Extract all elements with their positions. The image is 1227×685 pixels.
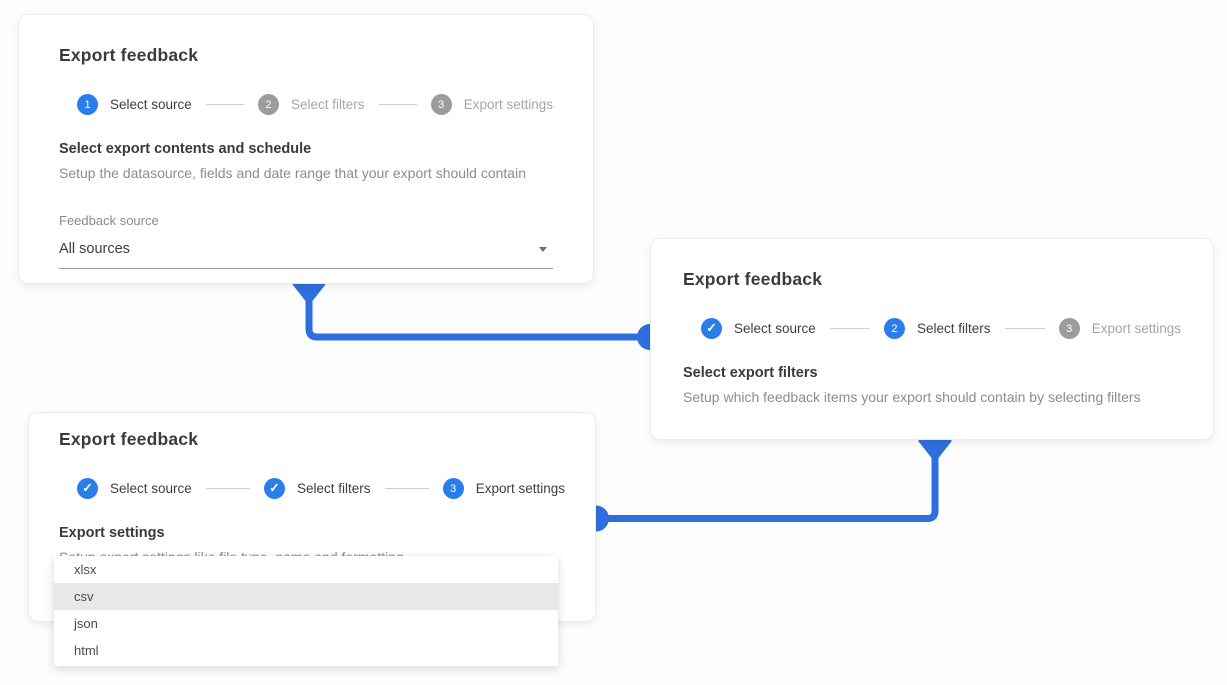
step-label: Select source bbox=[110, 97, 192, 112]
dropdown-option-html[interactable]: html bbox=[74, 643, 99, 658]
step-label: Export settings bbox=[475, 481, 565, 496]
step-3-indicator: 3 bbox=[442, 478, 464, 499]
step-label: Select source bbox=[110, 481, 192, 496]
dropdown-option-json[interactable]: json bbox=[74, 616, 98, 631]
step-2-indicator: 2 bbox=[883, 318, 905, 339]
dropdown-option-csv[interactable]: csv bbox=[54, 583, 558, 610]
feedback-source-value: All sources bbox=[59, 241, 130, 257]
step-select-filters[interactable]: ✓ Select filters bbox=[263, 478, 371, 499]
step-2-check-icon: ✓ bbox=[263, 478, 285, 499]
step-select-filters[interactable]: 2 Select filters bbox=[257, 94, 365, 115]
wizard-stepper: ✓ Select source 2 Select filters 3 Expor… bbox=[683, 318, 1181, 339]
step-connector-line bbox=[205, 488, 250, 489]
step-select-source[interactable]: ✓ Select source bbox=[701, 318, 816, 339]
card-title: Export feedback bbox=[59, 45, 199, 65]
step-select-source[interactable]: 1 Select source bbox=[77, 94, 192, 115]
step-connector-line bbox=[829, 328, 870, 329]
card-title: Export feedback bbox=[683, 269, 823, 289]
caret-down-icon bbox=[539, 246, 547, 252]
connector-arrow-1 bbox=[292, 282, 650, 350]
section-heading: Select export filters bbox=[683, 365, 818, 381]
step-1-indicator: 1 bbox=[77, 94, 98, 115]
wizard-stepper: 1 Select source 2 Select filters 3 Expor… bbox=[59, 94, 553, 115]
wizard-stepper: ✓ Select source ✓ Select filters 3 Expor… bbox=[59, 478, 565, 499]
step-export-settings[interactable]: 3 Export settings bbox=[442, 478, 565, 499]
step-connector-line bbox=[378, 104, 417, 105]
section-heading: Select export contents and schedule bbox=[59, 141, 312, 157]
feedback-source-select[interactable]: All sources bbox=[59, 241, 553, 269]
step-label: Export settings bbox=[463, 97, 553, 112]
dropdown-option-xlsx[interactable]: xlsx bbox=[74, 562, 97, 577]
step-export-settings[interactable]: 3 Export settings bbox=[1058, 318, 1181, 339]
step-1-check-icon: ✓ bbox=[77, 478, 98, 499]
step-label: Select filters bbox=[296, 481, 371, 496]
step-select-source[interactable]: ✓ Select source bbox=[77, 478, 192, 499]
step-2-indicator: 2 bbox=[257, 94, 279, 115]
step-select-filters[interactable]: 2 Select filters bbox=[883, 318, 991, 339]
step-connector-line bbox=[205, 104, 244, 105]
feedback-source-field: Feedback source All sources bbox=[59, 213, 553, 269]
step-label: Select filters bbox=[290, 97, 365, 112]
section-description: Setup which feedback items your export s… bbox=[683, 389, 1141, 405]
file-type-dropdown: xlsx csv json html bbox=[54, 556, 558, 666]
step-3-indicator: 3 bbox=[430, 94, 452, 115]
step-connector-line bbox=[1004, 328, 1045, 329]
section-description: Setup the datasource, fields and date ra… bbox=[59, 165, 526, 181]
step-label: Select filters bbox=[916, 321, 991, 336]
step-3-indicator: 3 bbox=[1058, 318, 1080, 339]
feedback-source-label: Feedback source bbox=[59, 213, 159, 228]
step-export-settings[interactable]: 3 Export settings bbox=[430, 94, 553, 115]
step-1-check-icon: ✓ bbox=[701, 318, 722, 339]
step-label: Export settings bbox=[1091, 321, 1181, 336]
step-label: Select source bbox=[734, 321, 816, 336]
card-title: Export feedback bbox=[59, 429, 199, 449]
section-heading: Export settings bbox=[59, 525, 165, 541]
connector-arrow-2 bbox=[596, 439, 952, 532]
export-feedback-card-step2: Export feedback ✓ Select source 2 Select… bbox=[650, 238, 1214, 440]
step-connector-line bbox=[384, 488, 429, 489]
export-feedback-card-step1: Export feedback 1 Select source 2 Select… bbox=[18, 14, 594, 284]
